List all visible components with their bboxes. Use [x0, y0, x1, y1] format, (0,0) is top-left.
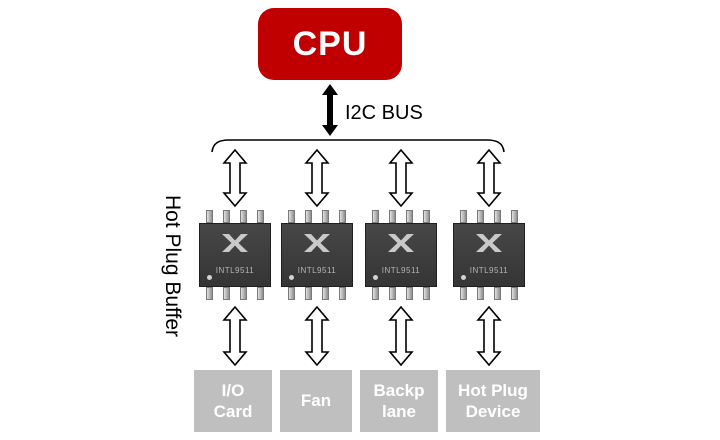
bus-to-buffer-arrow-icon — [304, 149, 330, 207]
chip-part-number: INTL9511 — [381, 266, 421, 275]
bus-to-buffer-arrow-icon — [388, 149, 414, 207]
buffer-chip: INTL9511 — [365, 210, 437, 300]
chip-body: INTL9511 — [365, 223, 437, 287]
device-label-line: I/O — [221, 380, 245, 400]
bus-fanout-brace-icon — [211, 137, 505, 153]
device-label-line: Fan — [300, 391, 332, 411]
device-box-fan: Fan — [280, 370, 352, 432]
cpu-label: CPU — [292, 24, 368, 63]
chip-logo-icon — [476, 234, 502, 252]
buffer-chip: INTL9511 — [199, 210, 271, 300]
cpu-block: CPU — [258, 8, 402, 80]
buffer-to-device-arrow-icon — [388, 306, 414, 366]
device-box-io-card: I/O Card — [194, 370, 272, 432]
buffer-chip: INTL9511 — [453, 210, 525, 300]
chip-part-number: INTL9511 — [469, 266, 509, 275]
hot-plug-buffer-label: Hot Plug Buffer — [161, 194, 184, 338]
device-box-backplane: Backp lane — [360, 370, 438, 432]
chip-logo-icon — [388, 234, 414, 252]
chip-pin1-dot — [461, 275, 466, 280]
chip-pin1-dot — [373, 275, 378, 280]
device-box-hot-plug-device: Hot Plug Device — [446, 370, 540, 432]
chip-pins-bottom — [453, 287, 525, 300]
chip-part-number: INTL9511 — [215, 266, 255, 275]
buffer-to-device-arrow-icon — [222, 306, 248, 366]
bus-label: I2C BUS — [345, 102, 423, 124]
device-label-line: Hot Plug — [458, 380, 528, 400]
chip-pins-bottom — [281, 287, 353, 300]
chip-pins-top — [281, 210, 353, 223]
device-label-line: lane — [381, 402, 417, 421]
chip-pin1-dot — [289, 275, 294, 280]
bus-to-buffer-arrow-icon — [476, 149, 502, 207]
chip-body: INTL9511 — [453, 223, 525, 287]
device-label-line: Card — [213, 402, 253, 421]
chip-pins-bottom — [365, 287, 437, 300]
chip-pins-bottom — [199, 287, 271, 300]
device-label-line: Device — [465, 402, 521, 421]
device-label-line: Backp — [373, 380, 425, 400]
chip-pins-top — [365, 210, 437, 223]
buffer-to-device-arrow-icon — [304, 306, 330, 366]
chip-body: INTL9511 — [199, 223, 271, 287]
chip-part-number: INTL9511 — [297, 266, 337, 275]
chip-body: INTL9511 — [281, 223, 353, 287]
chip-pin1-dot — [207, 275, 212, 280]
bus-to-buffer-arrow-icon — [222, 149, 248, 207]
buffer-chip: INTL9511 — [281, 210, 353, 300]
buffer-to-device-arrow-icon — [476, 306, 502, 366]
chip-pins-top — [199, 210, 271, 223]
chip-logo-icon — [304, 234, 330, 252]
chip-pins-top — [453, 210, 525, 223]
chip-logo-icon — [222, 234, 248, 252]
cpu-bus-arrow-icon — [321, 84, 339, 136]
